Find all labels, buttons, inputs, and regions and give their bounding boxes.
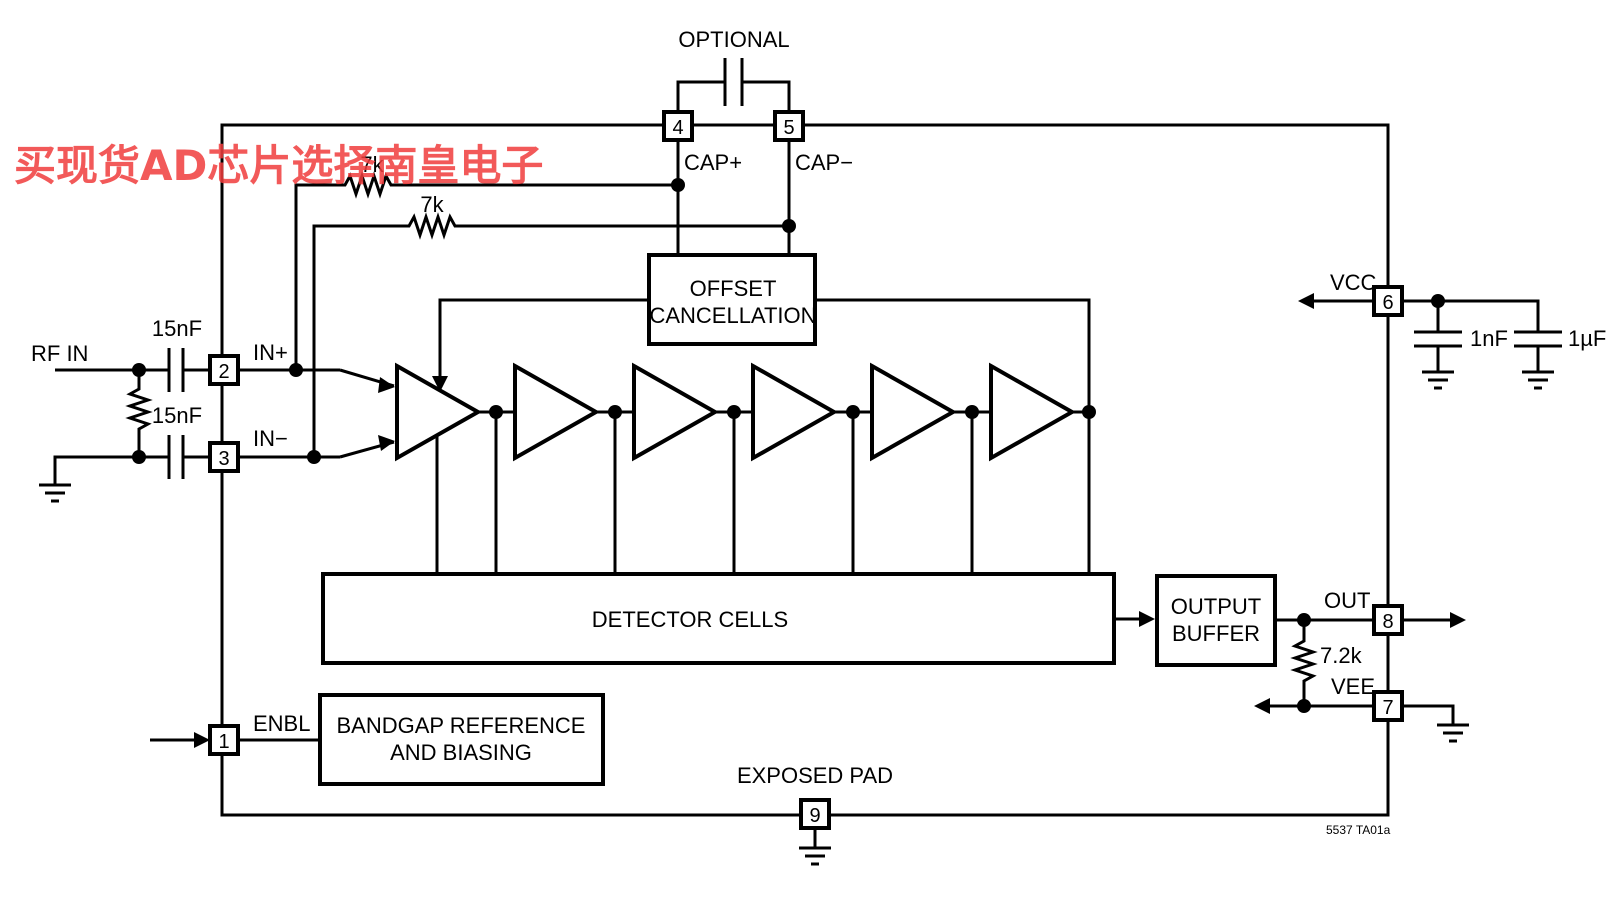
bandgap-label-1: BANDGAP REFERENCE [337, 713, 586, 738]
detector-cells-block [321, 572, 1116, 665]
svg-text:7: 7 [1382, 697, 1393, 719]
output-buffer-block [1155, 574, 1277, 667]
vcc-label: VCC [1330, 270, 1377, 295]
r-7k-bottom-label: 7k [420, 192, 444, 217]
pin-2: 2 [208, 354, 240, 386]
resistor-7k-top [294, 171, 678, 370]
r-7-2k-label: 7.2k [1320, 643, 1363, 668]
amplifier-chain [395, 362, 1096, 462]
amplifier-stage-4 [751, 362, 839, 462]
capacitor-1nf [1414, 301, 1462, 390]
pin-3: 3 [208, 441, 240, 473]
optional-capacitor [676, 58, 791, 112]
cap-minus-label: CAP− [795, 150, 853, 175]
output-buffer-label-1: OUTPUT [1171, 594, 1261, 619]
c-15nf-top-label: 15nF [152, 316, 202, 341]
pin-4: 4 [662, 110, 694, 142]
c-15nf-bottom-label: 15nF [152, 403, 202, 428]
ground-icon-vee [1437, 723, 1469, 743]
amplifier-stage-3 [632, 362, 720, 462]
ground-icon-pad [799, 846, 831, 866]
svg-text:9: 9 [809, 805, 820, 827]
svg-text:8: 8 [1382, 611, 1393, 633]
svg-text:2: 2 [218, 361, 229, 383]
c-1nf-label: 1nF [1470, 326, 1508, 351]
pin-7: 7 [1372, 690, 1404, 722]
resistor-7k-bottom [312, 212, 789, 457]
resistor-7-2k [1290, 620, 1318, 706]
capacitor-1uf [1514, 330, 1562, 390]
pin-5: 5 [773, 110, 805, 142]
vee-label: VEE [1331, 674, 1375, 699]
svg-text:3: 3 [218, 448, 229, 470]
pin-9: 9 [799, 798, 831, 830]
svg-text:4: 4 [672, 117, 683, 139]
svg-text:5: 5 [783, 117, 794, 139]
amplifier-stage-6 [989, 362, 1077, 462]
bandgap-reference-block [318, 693, 605, 786]
in-plus-label: IN+ [253, 340, 288, 365]
bandgap-label-2: AND BIASING [390, 740, 532, 765]
svg-text:6: 6 [1382, 292, 1393, 314]
pin-6: 6 [1372, 285, 1404, 317]
watermark-text: 买现货AD芯片选择南皇电子 [14, 141, 543, 190]
offset-label-1: OFFSET [690, 276, 777, 301]
optional-label: OPTIONAL [678, 27, 789, 52]
cap-plus-label: CAP+ [684, 150, 742, 175]
rf-in-label: RF IN [31, 341, 88, 366]
amplifier-stage-2 [513, 362, 601, 462]
amplifier-stage-1 [395, 362, 483, 462]
detector-cells-label: DETECTOR CELLS [592, 607, 788, 632]
c-1uf-label: 1µF [1568, 326, 1606, 351]
svg-text:1: 1 [218, 731, 229, 753]
r-7k-top-label: 7k [360, 152, 384, 177]
enbl-label: ENBL [253, 711, 310, 736]
exposed-pad-label: EXPOSED PAD [737, 763, 893, 788]
pin-1: 1 [208, 724, 240, 756]
amplifier-stage-5 [870, 362, 958, 462]
pin-8: 8 [1372, 604, 1404, 636]
offset-label-2: CANCELLATION [649, 303, 816, 328]
output-buffer-label-2: BUFFER [1172, 621, 1260, 646]
ground-icon-rf [39, 483, 71, 503]
figure-code: 5537 TA01a [1326, 823, 1391, 837]
out-label: OUT [1324, 588, 1370, 613]
in-minus-label: IN− [253, 426, 288, 451]
